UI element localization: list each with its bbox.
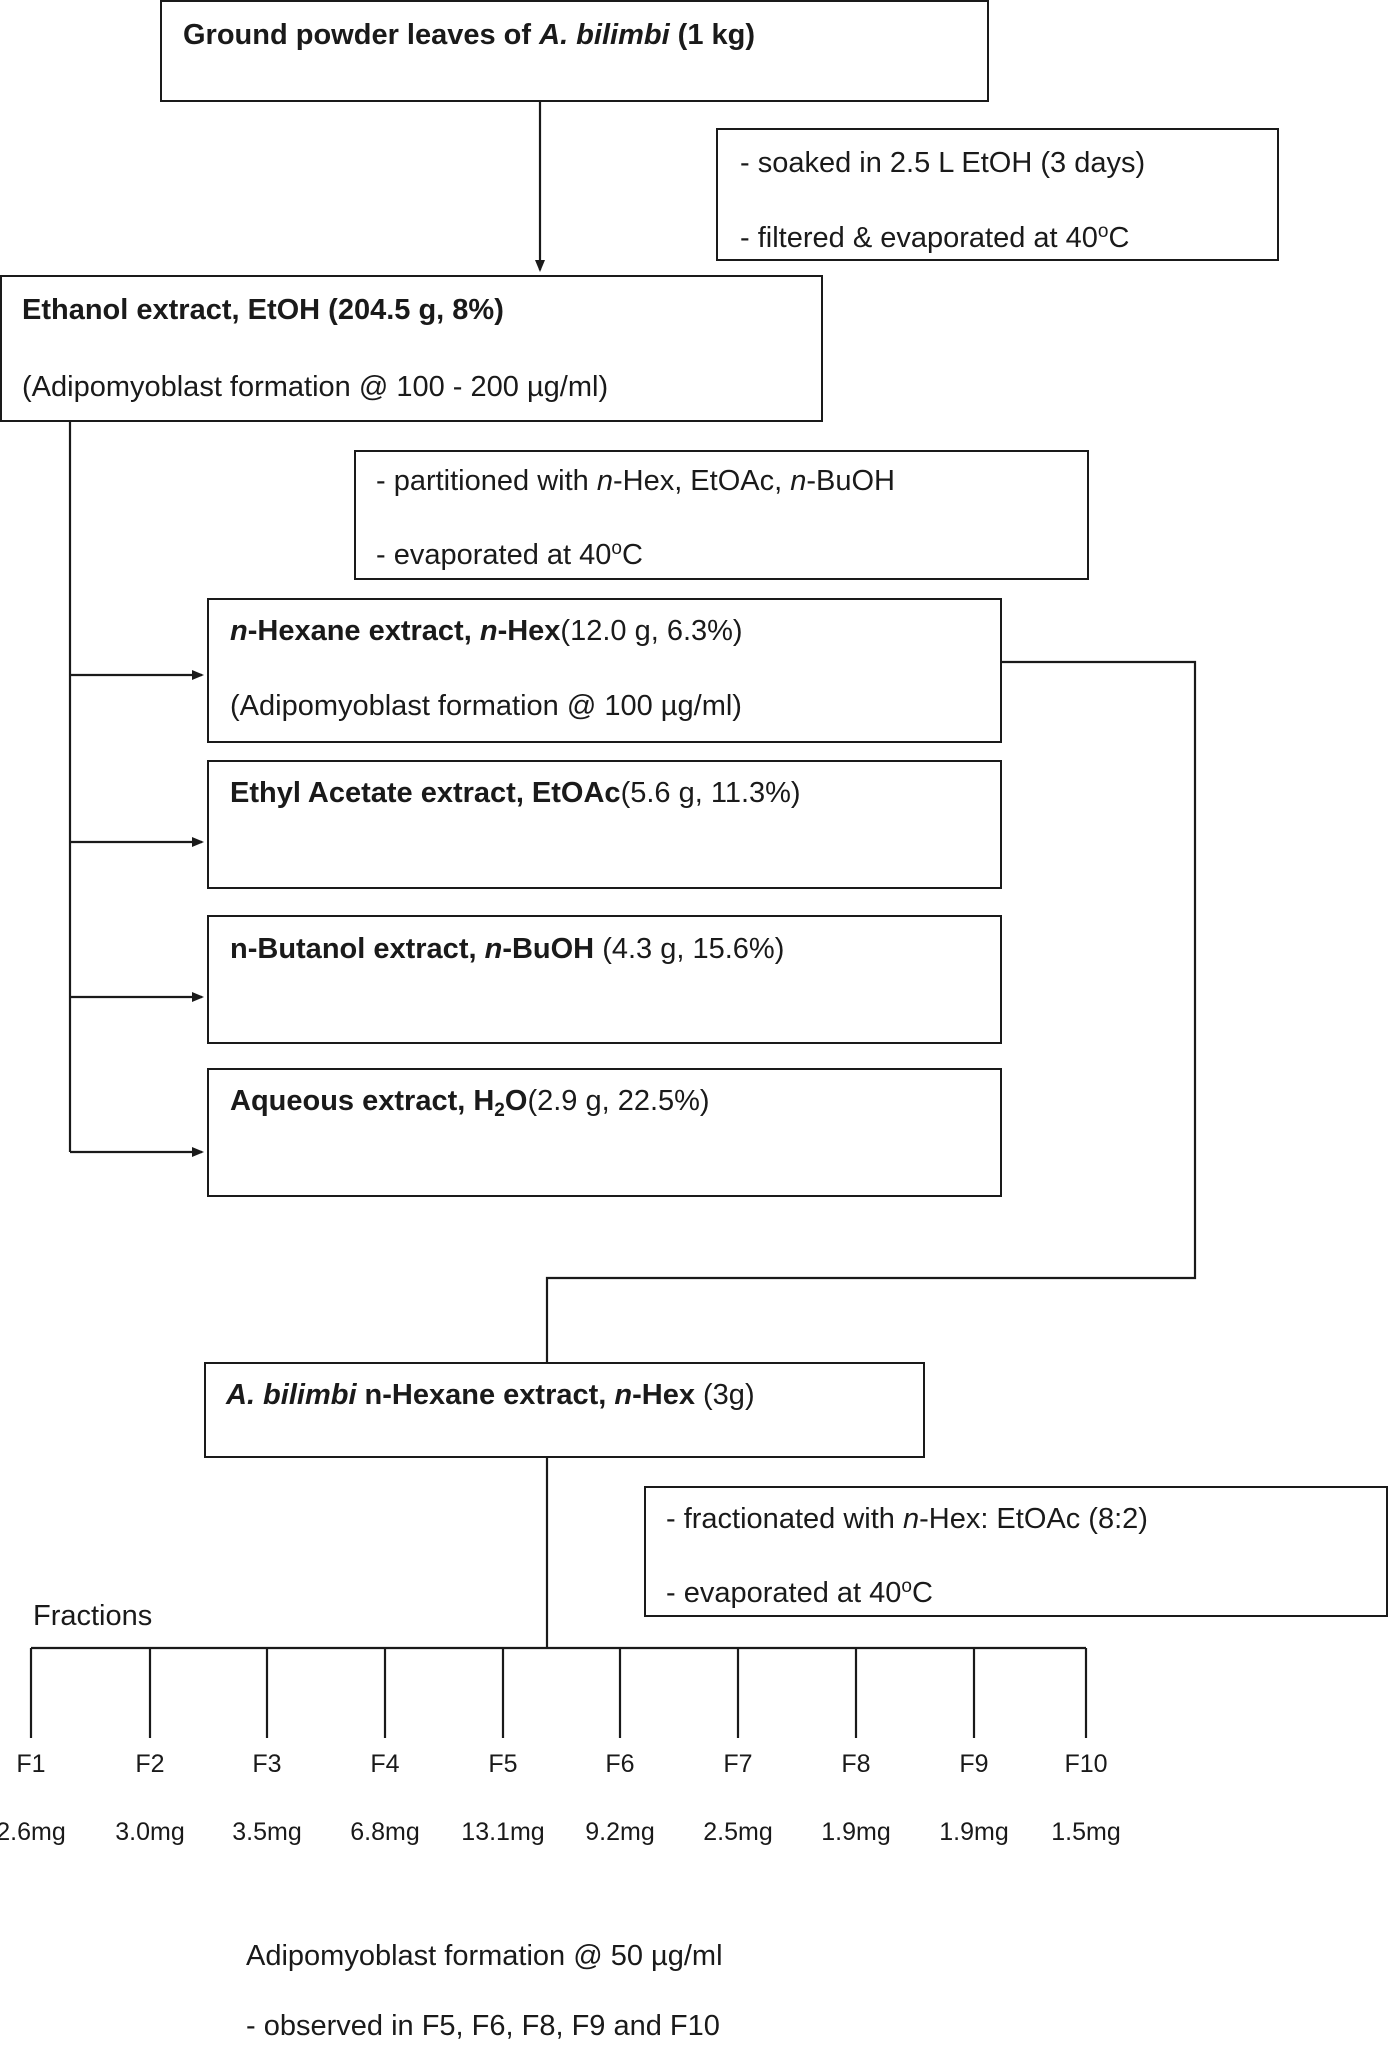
ethyl-acetate-extract-box — [207, 760, 1002, 889]
fraction-mass-7: 2.5mg — [703, 1818, 773, 1846]
start-box — [160, 0, 989, 102]
butanol-extract-box — [207, 915, 1002, 1044]
fraction-mass-10: 1.5mg — [1051, 1818, 1121, 1846]
aqueous-title: Aqueous extract, H2O(2.9 g, 22.5%) — [230, 1085, 710, 1121]
fraction-name-9: F9 — [959, 1750, 989, 1778]
aqueous-extract-box — [207, 1068, 1002, 1197]
fraction-mass-3: 3.5mg — [232, 1818, 302, 1846]
step1-line2: - filtered & evaporated at 40oC — [740, 221, 1130, 254]
hexane-subextract-box — [204, 1362, 925, 1458]
fraction-name-4: F4 — [370, 1750, 400, 1778]
step2-conditions-box — [354, 450, 1089, 580]
ethanol-note: (Adipomyoblast formation @ 100 - 200 µg/… — [22, 371, 609, 403]
step3-conditions-box — [644, 1486, 1388, 1617]
fraction-name-7: F7 — [723, 1750, 753, 1778]
step1-line1: - soaked in 2.5 L EtOH (3 days) — [740, 147, 1146, 179]
hexane-extract-box — [207, 598, 1002, 743]
fraction-mass-6: 9.2mg — [585, 1818, 655, 1846]
step2-line1: - partitioned with n-Hex, EtOAc, n-BuOH — [376, 465, 896, 497]
step1-conditions-box — [716, 128, 1279, 261]
fraction-mass-1: 2.6mg — [0, 1818, 66, 1846]
butanol-title: n-Butanol extract, n-BuOH (4.3 g, 15.6%) — [230, 933, 785, 965]
fraction-name-8: F8 — [841, 1750, 871, 1778]
start-label: Ground powder leaves of A. bilimbi (1 kg… — [183, 19, 756, 51]
hexane-to-subextract-line — [545, 660, 1197, 1362]
fraction-name-5: F5 — [488, 1750, 518, 1778]
fraction-mass-9: 1.9mg — [939, 1818, 1009, 1846]
fraction-mass-5: 13.1mg — [461, 1818, 545, 1846]
fraction-name-10: F10 — [1064, 1750, 1108, 1778]
step3-line1: - fractionated with n-Hex: EtOAc (8:2) — [666, 1503, 1148, 1535]
result-line1: Adipomyoblast formation @ 50 µg/ml — [246, 1940, 723, 1972]
fraction-name-2: F2 — [135, 1750, 165, 1778]
fraction-mass-2: 3.0mg — [115, 1818, 185, 1846]
fraction-mass-4: 6.8mg — [350, 1818, 420, 1846]
hexane-title: n-Hexane extract, n-Hex(12.0 g, 6.3%) — [230, 615, 743, 647]
ethyl-title: Ethyl Acetate extract, EtOAc(5.6 g, 11.3… — [230, 777, 801, 809]
fraction-mass-8: 1.9mg — [821, 1818, 891, 1846]
fraction-name-3: F3 — [252, 1750, 282, 1778]
fraction-name-6: F6 — [605, 1750, 635, 1778]
step2-line2: - evaporated at 40oC — [376, 538, 643, 571]
fractions-label: Fractions — [33, 1600, 153, 1632]
hexane-subextract-title: A. bilimbi n-Hexane extract, n-Hex (3g) — [226, 1379, 755, 1411]
result-line2: - observed in F5, F6, F8, F9 and F10 — [246, 2010, 720, 2042]
step3-line2: - evaporated at 40oC — [666, 1576, 933, 1609]
ethanol-extract-box — [0, 275, 823, 422]
ethanol-title: Ethanol extract, EtOH (204.5 g, 8%) — [22, 294, 504, 326]
fraction-name-1: F1 — [16, 1750, 46, 1778]
hexane-note: (Adipomyoblast formation @ 100 µg/ml) — [230, 690, 742, 722]
